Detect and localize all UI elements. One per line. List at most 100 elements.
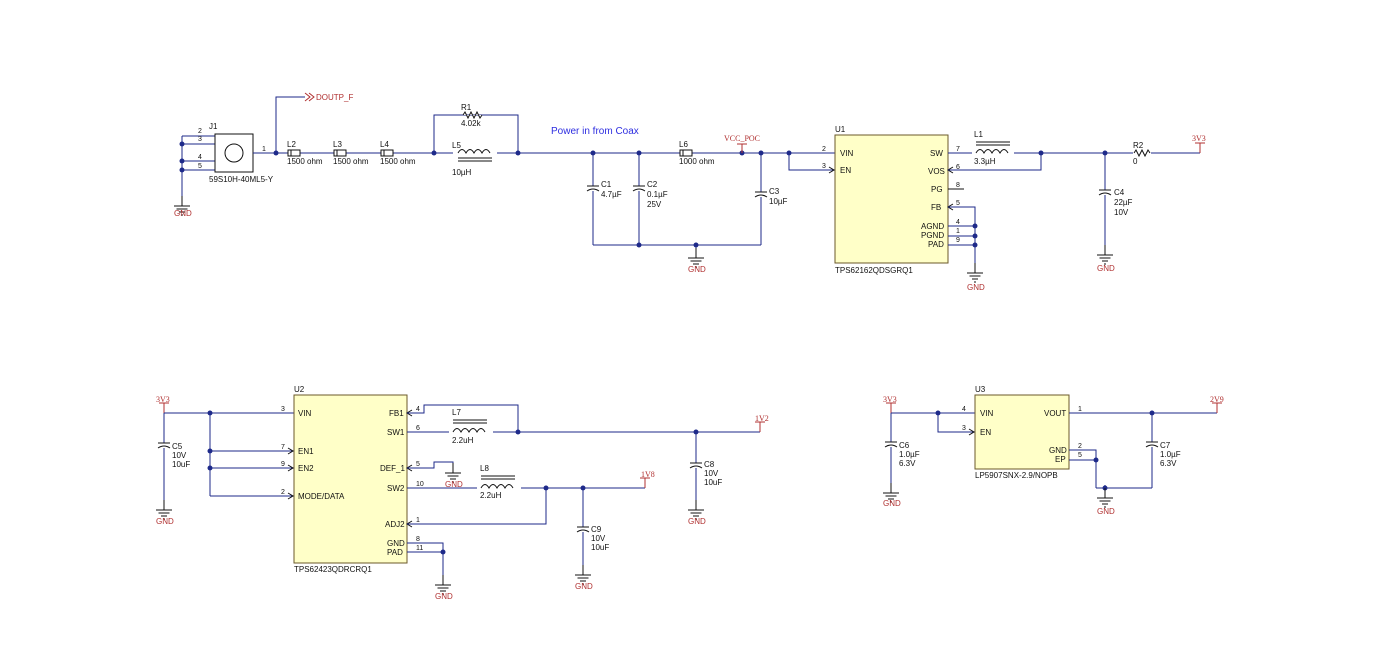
capacitor-icon	[157, 442, 171, 449]
u3-pin-vin: VIN	[980, 409, 994, 418]
u3-pin-en-num: 3	[962, 425, 966, 432]
u1-pin-en: EN	[840, 166, 851, 175]
c5-rating: 10uF	[172, 460, 190, 469]
u2-pin-mode: MODE/DATA	[298, 492, 345, 501]
l5-value: 10µH	[452, 168, 472, 177]
u3-pin-vout: VOUT	[1044, 409, 1066, 418]
u3-pin-vout-num: 1	[1078, 406, 1082, 413]
c3-ref: C3	[769, 187, 780, 196]
svg-text:5: 5	[198, 163, 202, 170]
u1-pin-vin-num: 2	[822, 146, 826, 153]
capacitor-icon	[1098, 189, 1112, 196]
capacitor-icon	[576, 526, 590, 533]
c6-rating: 6.3V	[899, 459, 916, 468]
j1-ref: J1	[209, 122, 218, 131]
gnd-label-c6: GND	[883, 499, 901, 508]
u1-pin-fb-num: 5	[956, 200, 960, 207]
capacitor-icon	[754, 191, 768, 198]
u2-pin-def1-num: 5	[416, 461, 420, 468]
u1-pin-pg: PG	[931, 185, 943, 194]
doutp-port-icon	[304, 92, 315, 102]
u1-pin-pg-num: 8	[956, 182, 960, 189]
gnd-label-u3: GND	[1097, 507, 1115, 516]
r1-value: 4.02k	[461, 119, 482, 128]
u3-pin-ep: EP	[1055, 455, 1066, 464]
u2-pin-fb1-num: 4	[416, 406, 420, 413]
u2-pin-def1: DEF_1	[380, 464, 405, 473]
l4-ref: L4	[380, 140, 389, 149]
resistor-icon	[462, 110, 483, 120]
c4-ref: C4	[1114, 188, 1125, 197]
l6-value: 1000 ohm	[679, 157, 715, 166]
u1-pin-pgnd: PGND	[921, 231, 944, 240]
ferrite-icon	[679, 149, 693, 157]
u3-ref: U3	[975, 385, 986, 394]
u2-pin-pad-num: 11	[416, 545, 423, 552]
l6-ref: L6	[679, 140, 688, 149]
c6-value: 1.0µF	[899, 450, 920, 459]
capacitor-icon	[586, 185, 600, 192]
u1-pin-sw-num: 7	[956, 146, 960, 153]
doutp-net-label: DOUTP_F	[316, 93, 353, 102]
power-icon	[158, 402, 170, 414]
u2-pin-en2: EN2	[298, 464, 314, 473]
l8-ref: L8	[480, 464, 489, 473]
gnd-label-j1: GND	[174, 209, 192, 218]
c7-value: 1.0µF	[1160, 450, 1181, 459]
u2-pin-gnd: GND	[387, 539, 405, 548]
l7-value: 2.2uH	[452, 436, 474, 445]
ferrite-icon	[287, 149, 301, 157]
vcc-poc-net-label: VCC_POC	[724, 134, 760, 143]
capacitor-icon	[632, 185, 646, 192]
l1-ref: L1	[974, 130, 983, 139]
ic-u2: U2 TPS62423QDRCRQ1 VIN 3 EN1 7 EN2 9 MOD…	[281, 385, 424, 574]
3v3-net-label-u3: 3V3	[883, 395, 897, 404]
inductor-icon	[452, 428, 486, 434]
u2-pin-adj2-num: 1	[416, 517, 420, 524]
svg-text:4: 4	[198, 154, 202, 161]
u3-pin-en: EN	[980, 428, 991, 437]
power-in-note: Power in from Coax	[551, 126, 639, 137]
u3-pin-gnd-num: 2	[1078, 443, 1082, 450]
u2-pin-sw1-num: 6	[416, 425, 420, 432]
j1-part: 59S10H-40ML5-Y	[209, 175, 274, 184]
l2-ref: L2	[287, 140, 296, 149]
c9-ref: C9	[591, 525, 602, 534]
c2-rating: 25V	[647, 200, 662, 209]
ferrite-icon	[333, 149, 347, 157]
c6-ref: C6	[899, 441, 910, 450]
c2-value: 0.1µF	[647, 190, 668, 199]
l3-value: 1500 ohm	[333, 157, 369, 166]
gnd-label-u2: GND	[435, 592, 453, 601]
l2-value: 1500 ohm	[287, 157, 323, 166]
l1-value: 3.3µH	[974, 157, 996, 166]
capacitor-icon	[884, 441, 898, 448]
u2-part: TPS62423QDRCRQ1	[294, 565, 372, 574]
l3-ref: L3	[333, 140, 342, 149]
r2-ref: R2	[1133, 141, 1144, 150]
u3-part: LP5907SNX-2.9/NOPB	[975, 471, 1058, 480]
2v9-net-label: 2V9	[1210, 395, 1224, 404]
capacitor-icon	[1145, 441, 1159, 448]
gnd-label-c9: GND	[575, 582, 593, 591]
u1-pin-pad-num: 9	[956, 237, 960, 244]
c8-rating: 10uF	[704, 478, 722, 487]
u1-pin-sw: SW	[930, 149, 943, 158]
u2-pin-sw1: SW1	[387, 428, 405, 437]
c1-value: 4.7µF	[601, 190, 622, 199]
l5-ref: L5	[452, 141, 461, 150]
u1-ref: U1	[835, 125, 846, 134]
1v2-net-label: 1V2	[755, 414, 769, 423]
c4-rating: 10V	[1114, 208, 1129, 217]
u1-pin-pgnd-num: 1	[956, 228, 960, 235]
u2-pin-pad: PAD	[387, 548, 403, 557]
u1-pin-fb: FB	[931, 203, 941, 212]
l4-value: 1500 ohm	[380, 157, 416, 166]
u3-pin-vin-num: 4	[962, 406, 966, 413]
3v3-net-label-top: 3V3	[1192, 134, 1206, 143]
c2-ref: C2	[647, 180, 658, 189]
u2-pin-vin-num: 3	[281, 406, 285, 413]
resistor-icon	[1133, 148, 1151, 158]
gnd-label-def1: GND	[445, 480, 463, 489]
c5-ref: C5	[172, 442, 183, 451]
